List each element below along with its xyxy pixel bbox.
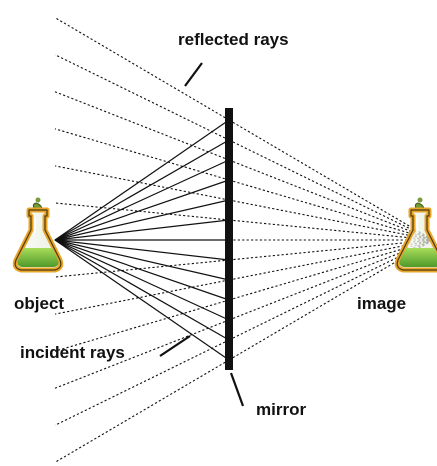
virtual-ray <box>228 159 434 241</box>
virtual-ray <box>228 239 434 261</box>
object-label: object <box>14 294 65 313</box>
reflected-ray <box>54 128 230 181</box>
incident-ray <box>54 219 230 241</box>
virtual-ray <box>228 199 434 241</box>
incident-ray <box>54 239 230 261</box>
incident-ray <box>54 119 230 241</box>
virtual-ray <box>228 179 434 241</box>
reflected-ray <box>54 299 230 352</box>
rays-group <box>54 17 434 463</box>
incident-ray <box>54 139 230 241</box>
reflected-ray <box>54 202 230 221</box>
incident-ray <box>54 239 230 281</box>
incident-ray <box>54 159 230 241</box>
virtual-ray <box>228 239 434 281</box>
incident-ray <box>54 239 230 341</box>
incident-ray <box>54 239 230 361</box>
incident-ray <box>54 199 230 241</box>
reflected-rays-label: reflected rays <box>178 30 289 49</box>
reflected-ray <box>54 17 230 121</box>
reflected-rays-pointer <box>184 62 203 87</box>
reflected-ray <box>54 165 230 201</box>
reflected-ray <box>54 359 230 463</box>
reflected-ray <box>54 259 230 278</box>
mirror <box>225 108 233 370</box>
virtual-ray <box>228 139 434 241</box>
incident-ray <box>54 179 230 241</box>
reflected-ray <box>54 91 230 161</box>
reflected-ray <box>54 339 230 426</box>
incident-rays-label: incident rays <box>20 343 125 362</box>
virtual-ray <box>228 239 434 301</box>
incident-ray <box>54 239 230 321</box>
virtual-ray <box>228 239 434 321</box>
incident-rays-pointer <box>159 335 191 357</box>
virtual-ray <box>228 119 434 241</box>
virtual-ray <box>228 219 434 241</box>
image-label: image <box>357 294 407 313</box>
flask-icon <box>15 198 61 271</box>
reflected-ray <box>54 319 230 389</box>
reflected-ray <box>54 54 230 141</box>
incident-ray <box>54 239 230 301</box>
mirror-pointer <box>229 372 245 407</box>
mirror-label: mirror <box>256 400 307 419</box>
reflected-ray <box>54 279 230 315</box>
